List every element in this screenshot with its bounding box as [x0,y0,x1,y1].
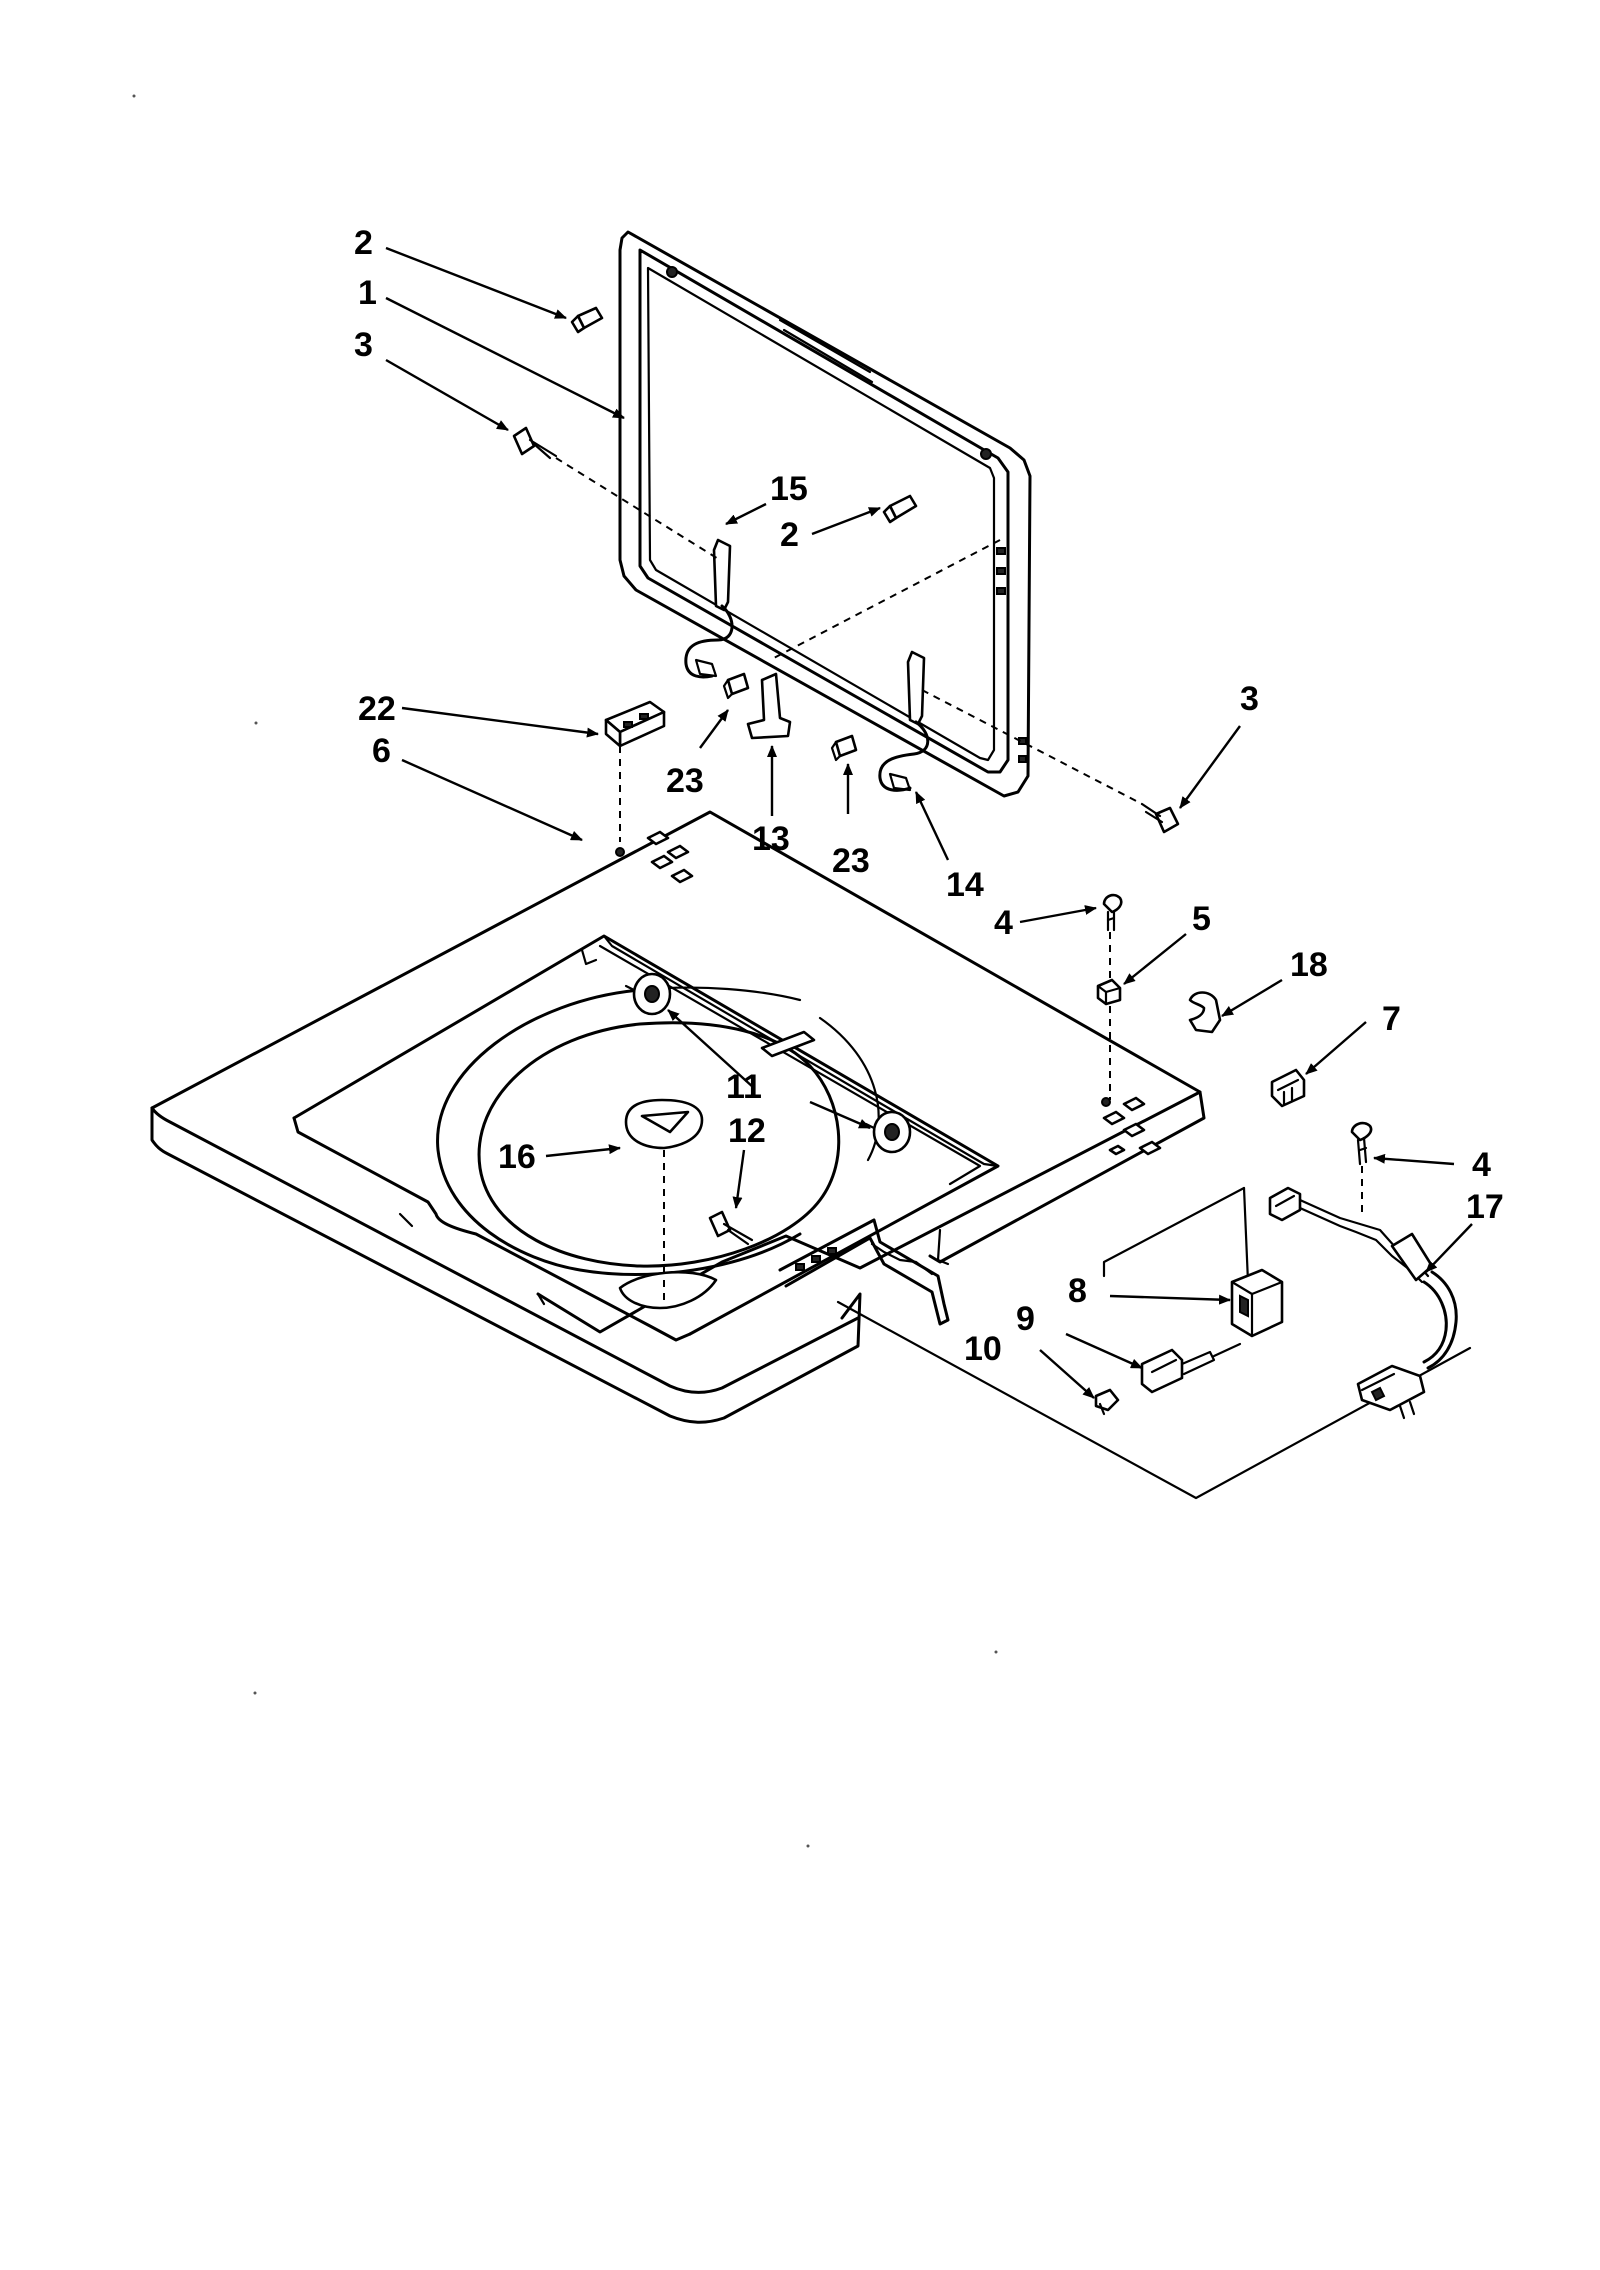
cable-tie-7 [1270,1068,1306,1108]
wire-harness-17 [1268,1186,1458,1420]
callout-15: 15 [770,470,808,508]
bearing-right [864,1110,912,1154]
screw-12 [708,1210,754,1246]
leader-lines [385,246,1473,1399]
callouts: 2 1 3 15 2 3 22 6 23 13 23 14 4 5 18 7 1… [354,224,1504,1368]
callout-4-lower: 4 [1472,1146,1491,1184]
plug-middle [882,494,918,524]
cable-bracket [778,1218,950,1326]
callout-14: 14 [946,866,984,904]
screw-4-lower [1350,1121,1373,1166]
callout-12: 12 [728,1112,766,1150]
bumper-right [830,734,858,762]
screw-upper-left [512,426,558,460]
callout-23-left: 23 [666,762,704,800]
callout-5: 5 [1192,900,1211,938]
plug-upper-left [570,306,604,334]
callout-1: 1 [358,274,377,312]
washer-top [150,810,1206,1424]
callout-11: 11 [726,1068,762,1106]
callout-13: 13 [752,820,790,858]
callout-16: 16 [498,1138,536,1176]
callout-8: 8 [1068,1272,1087,1310]
switch-housing-8 [1230,1268,1284,1338]
nut-5 [1096,978,1122,1006]
callout-4-upper: 4 [994,904,1013,942]
callout-18: 18 [1290,946,1328,984]
hinge-block [746,672,792,740]
callout-10: 10 [964,1330,1002,1368]
callout-3-right: 3 [1240,680,1259,718]
bearing-left [624,972,672,1016]
screw-4-upper [1102,893,1123,932]
callout-9: 9 [1016,1300,1035,1338]
callout-22: 22 [358,690,396,728]
hinge-right [878,650,930,792]
callout-17: 17 [1466,1188,1504,1226]
callout-23-right: 23 [832,842,870,880]
callout-2-top: 2 [354,224,373,262]
callout-3-left: 3 [354,326,373,364]
lid-switch [604,700,666,748]
lid-frame [618,230,1032,798]
bumper-left [722,672,750,700]
callout-7: 7 [1382,1000,1401,1038]
callout-2-middle: 2 [780,516,799,554]
actuator-9 [1140,1342,1242,1394]
hinge-left [684,538,734,679]
clip-18 [1188,991,1222,1034]
screw-right [1140,802,1180,834]
clip-10 [1094,1388,1120,1416]
callout-6: 6 [372,732,391,770]
lid-bumper [624,1098,704,1150]
